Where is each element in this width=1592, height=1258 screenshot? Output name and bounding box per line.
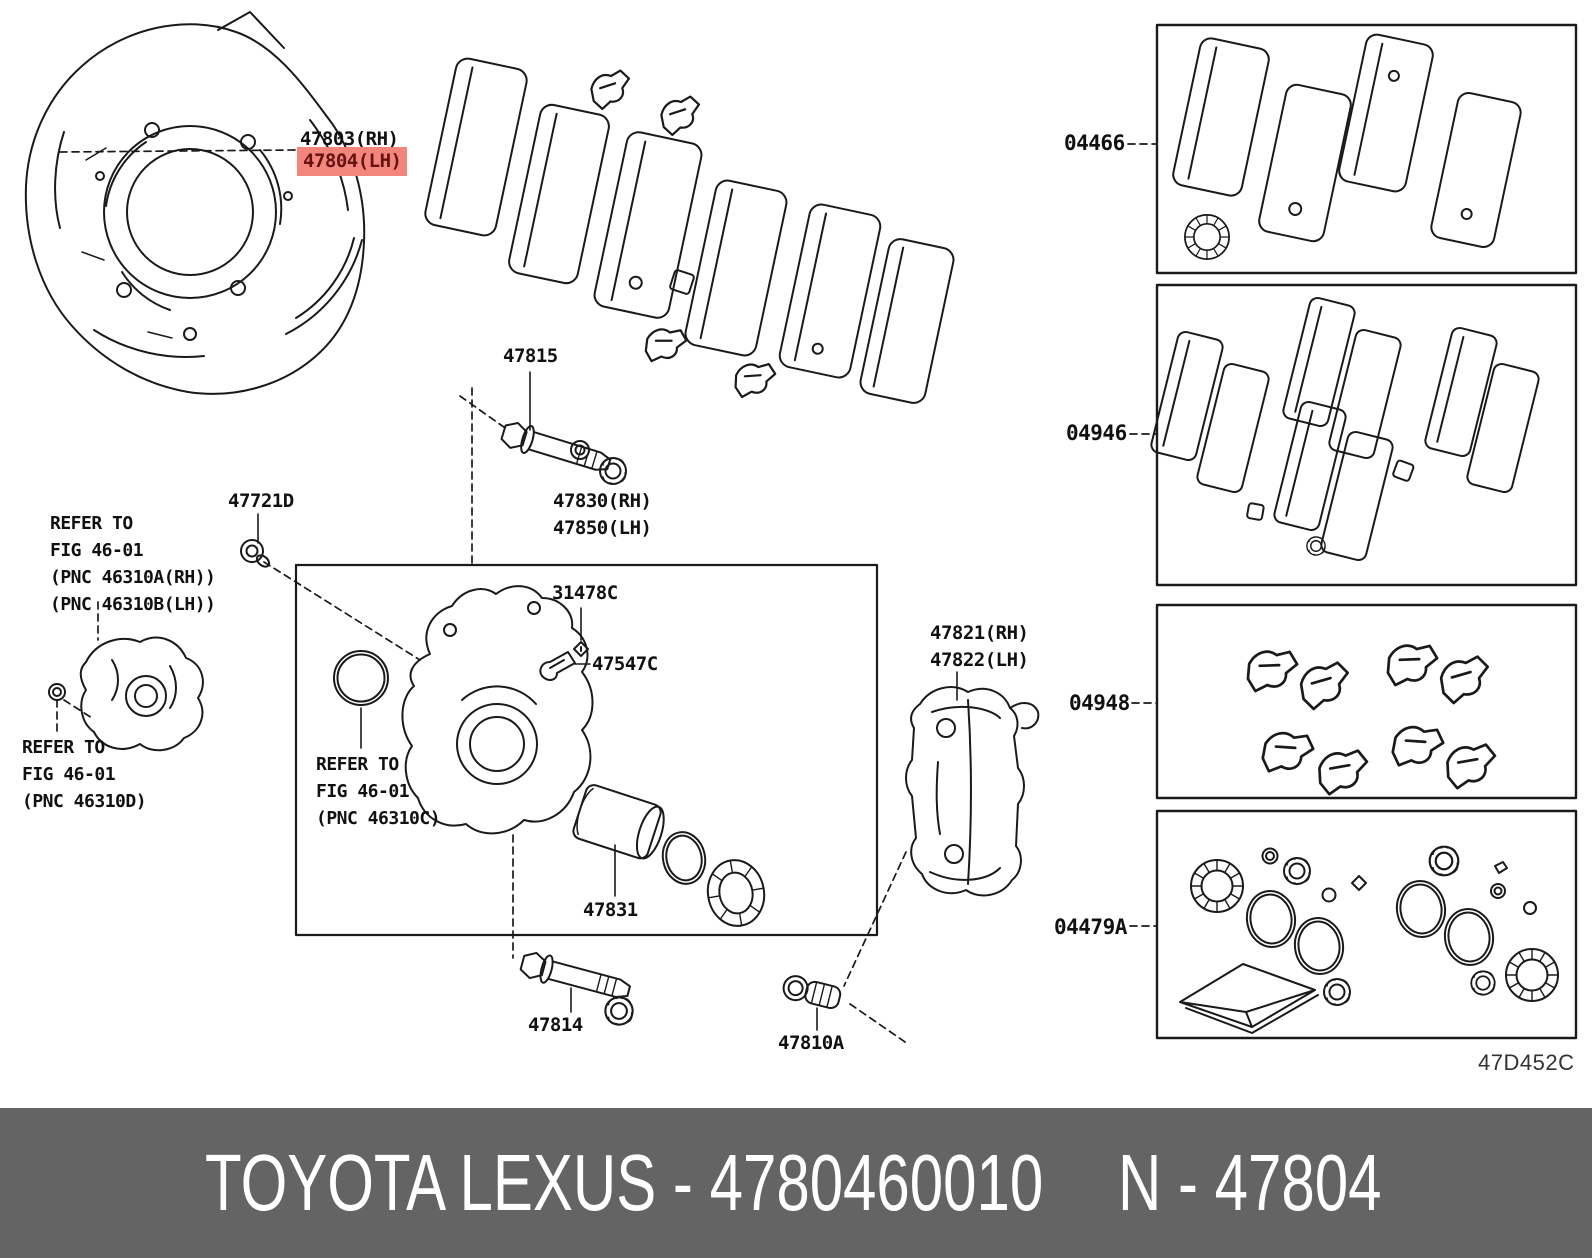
callout-flange-bolt: 47810A xyxy=(778,1032,844,1054)
kit-box-borders xyxy=(1155,23,1578,1040)
caliper-cylinder-drawing xyxy=(401,585,594,835)
note-line: FIG 46-01 xyxy=(50,540,144,561)
bleeder-cap-drawing xyxy=(573,641,589,657)
callout-piston: 47831 xyxy=(583,899,638,921)
kit-code-04948: 04948 xyxy=(1069,691,1130,715)
kit-code-04466: 04466 xyxy=(1064,131,1125,155)
callout-cylinder-assy: 47830(RH) 47850(LH) xyxy=(553,488,652,542)
callout-mounting-rh: 47821(RH) xyxy=(930,622,1029,644)
grease-tip-drawing xyxy=(539,651,576,681)
callout-backing-plate-rh: 47803(RH) xyxy=(300,128,399,150)
banner-brand-part-text: TOYOTA LEXUS - 4780460010 xyxy=(205,1138,1044,1227)
callout-cap: 31478C xyxy=(552,582,618,604)
callout-cylinder-rh: 47830(RH) xyxy=(553,490,652,512)
flange-bolt-drawing xyxy=(782,975,842,1010)
note-line: (PNC 46310D) xyxy=(22,791,147,812)
highlighted-part-number: 47804(LH) xyxy=(297,147,408,176)
figure-code: 47D452C xyxy=(1478,1050,1575,1075)
knuckle-drawing xyxy=(48,636,204,752)
fitting-kit-drawing xyxy=(1243,637,1497,797)
refer-note-cylinder: REFER TO FIG 46-01 (PNC 46310C) xyxy=(316,751,441,832)
callout-pin-upper: 47815 xyxy=(503,345,558,367)
callout-cylinder-lh: 47850(LH) xyxy=(553,517,652,539)
slide-pin-upper-drawing xyxy=(498,417,627,485)
refer-note-disc: REFER TO FIG 46-01 (PNC 46310D) xyxy=(22,734,147,815)
kit-code-04479A: 04479A xyxy=(1054,915,1127,939)
leader-lines xyxy=(257,371,958,1031)
backing-plate-drawing xyxy=(24,11,366,395)
note-line: REFER TO xyxy=(22,737,105,758)
cylinder-assembly-box xyxy=(294,563,879,937)
dashed-leader-lines xyxy=(56,143,1158,1045)
note-line: (PNC 46310A(RH)) xyxy=(50,567,216,588)
refer-note-knuckle: REFER TO FIG 46-01 (PNC 46310A(RH)) (PNC… xyxy=(50,510,216,618)
callout-bleeder-screw: 47721D xyxy=(228,490,294,512)
seal-kit-drawing xyxy=(1179,845,1559,1034)
note-line: FIG 46-01 xyxy=(316,781,410,802)
caliper-mounting-drawing xyxy=(905,686,1040,897)
part-number-banner: TOYOTA LEXUS - 4780460010 N - 47804 xyxy=(0,1108,1592,1258)
note-line: FIG 46-01 xyxy=(22,764,116,785)
callout-mounting: 47821(RH) 47822(LH) xyxy=(930,620,1029,674)
kit-code-04946: 04946 xyxy=(1066,421,1127,445)
note-line: (PNC 46310B(LH)) xyxy=(50,594,216,615)
callout-pin-lower: 47814 xyxy=(528,1014,583,1036)
note-line: REFER TO xyxy=(50,513,133,534)
pad-kit-drawing xyxy=(1172,33,1522,260)
piston-ring-boot-drawing xyxy=(333,641,766,927)
note-line: (PNC 46310C) xyxy=(316,808,441,829)
brake-pads-drawing xyxy=(424,57,955,404)
shim-kit-drawing xyxy=(1150,296,1540,562)
callout-grease: 47547C xyxy=(592,653,658,675)
callout-mounting-lh: 47822(LH) xyxy=(930,649,1029,671)
callout-backing-plate-lh: 47804(LH) xyxy=(297,147,408,176)
note-line: REFER TO xyxy=(316,754,399,775)
banner-number-text: N - 47804 xyxy=(1118,1138,1382,1227)
